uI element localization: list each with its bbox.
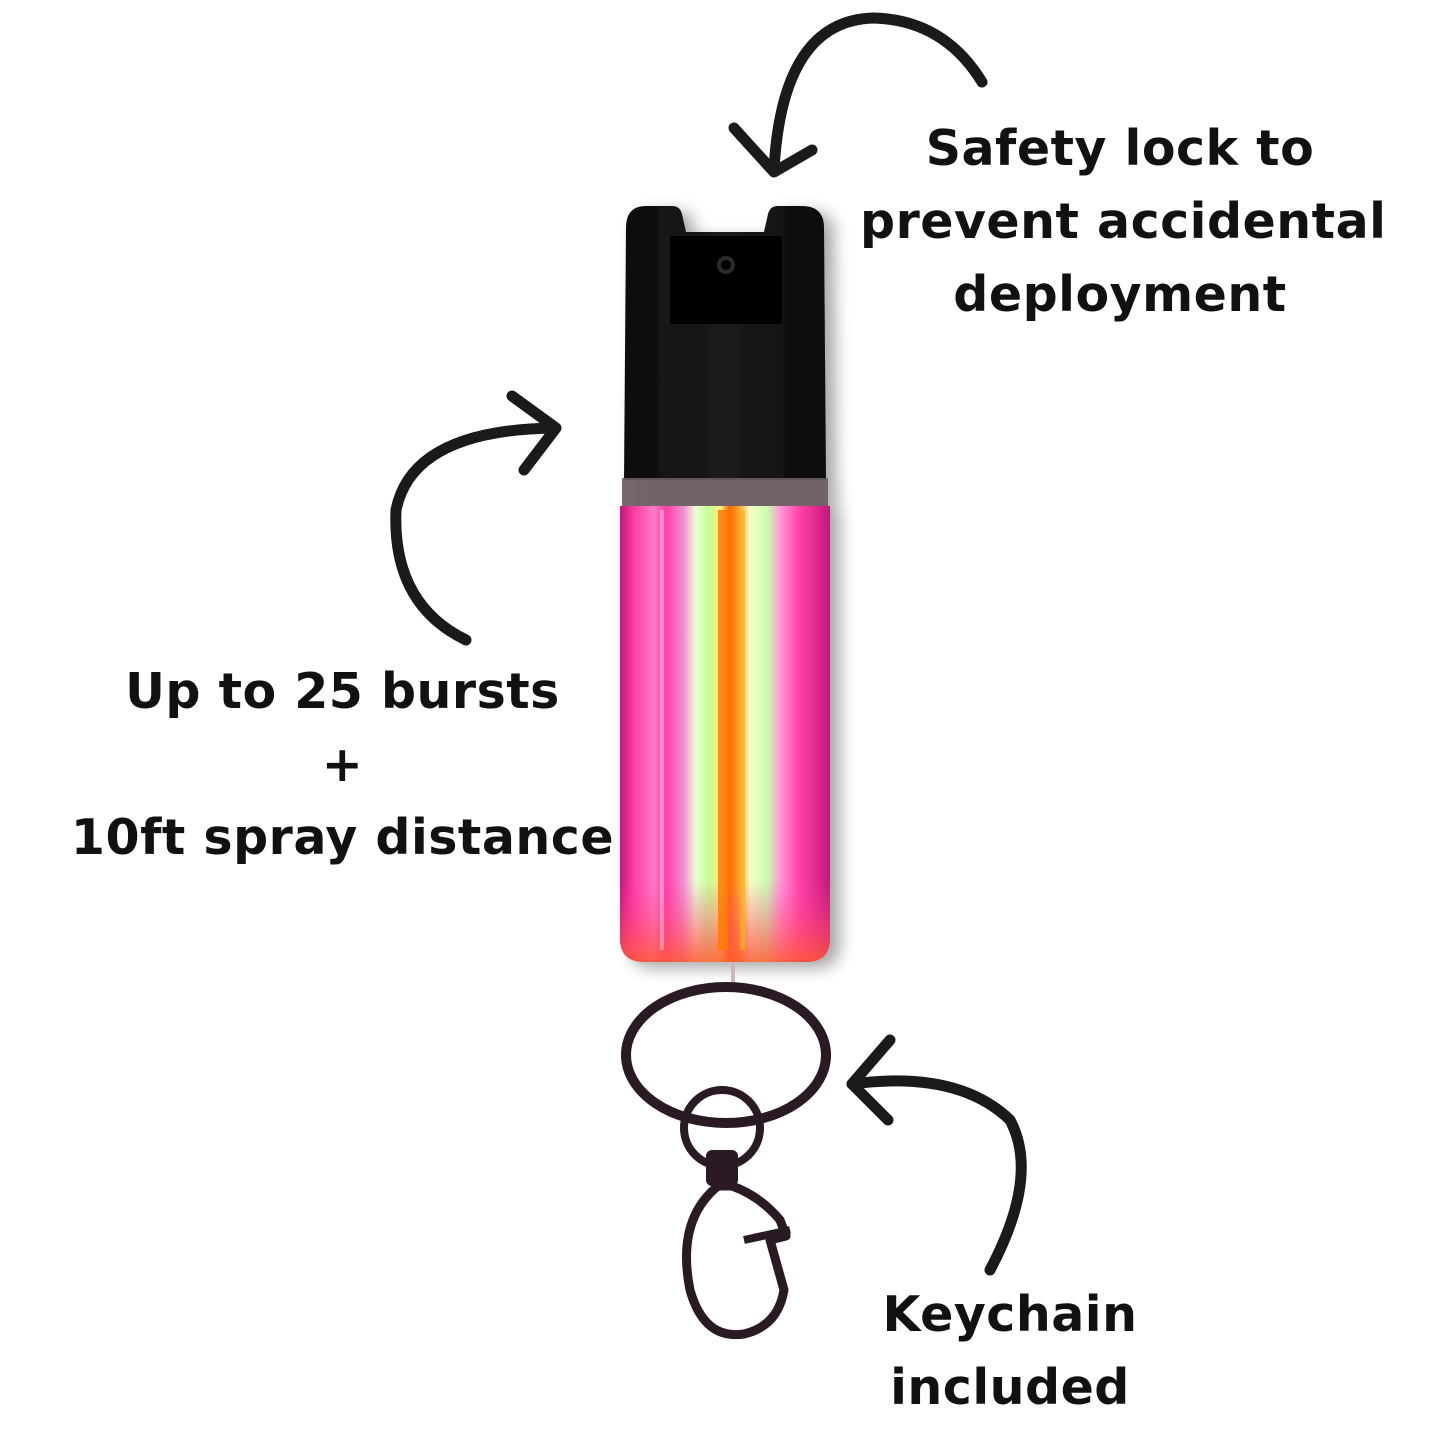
bursts-callout: Up to 25 bursts + 10ft spray distance <box>70 655 615 874</box>
bursts-line-3: 10ft spray distance <box>70 809 615 866</box>
safety-lock-line-2: prevent accidental <box>860 193 1387 250</box>
pepper-spray-canister <box>620 206 830 962</box>
keychain-line-1: Keychain <box>882 1286 1138 1343</box>
safety-arrow-icon <box>728 12 988 178</box>
safety-lock-line-3: deployment <box>953 266 1287 323</box>
keychain-line-2: included <box>890 1359 1130 1416</box>
bursts-line-1: Up to 25 bursts <box>125 663 560 720</box>
keychain-arrow-icon <box>846 1034 1027 1276</box>
cap-slot <box>670 236 782 324</box>
keychain-callout: Keychain included <box>860 1278 1160 1424</box>
key-ring <box>621 982 831 1128</box>
safety-lock-callout: Safety lock to prevent accidental deploy… <box>860 112 1387 331</box>
lobster-clasp <box>682 1181 791 1340</box>
bursts-line-2: + <box>321 736 364 793</box>
bursts-arrow-icon <box>390 390 562 646</box>
keychain-hardware <box>621 962 831 1340</box>
canister-collar <box>622 478 828 508</box>
safety-lock-line-1: Safety lock to <box>925 120 1315 177</box>
